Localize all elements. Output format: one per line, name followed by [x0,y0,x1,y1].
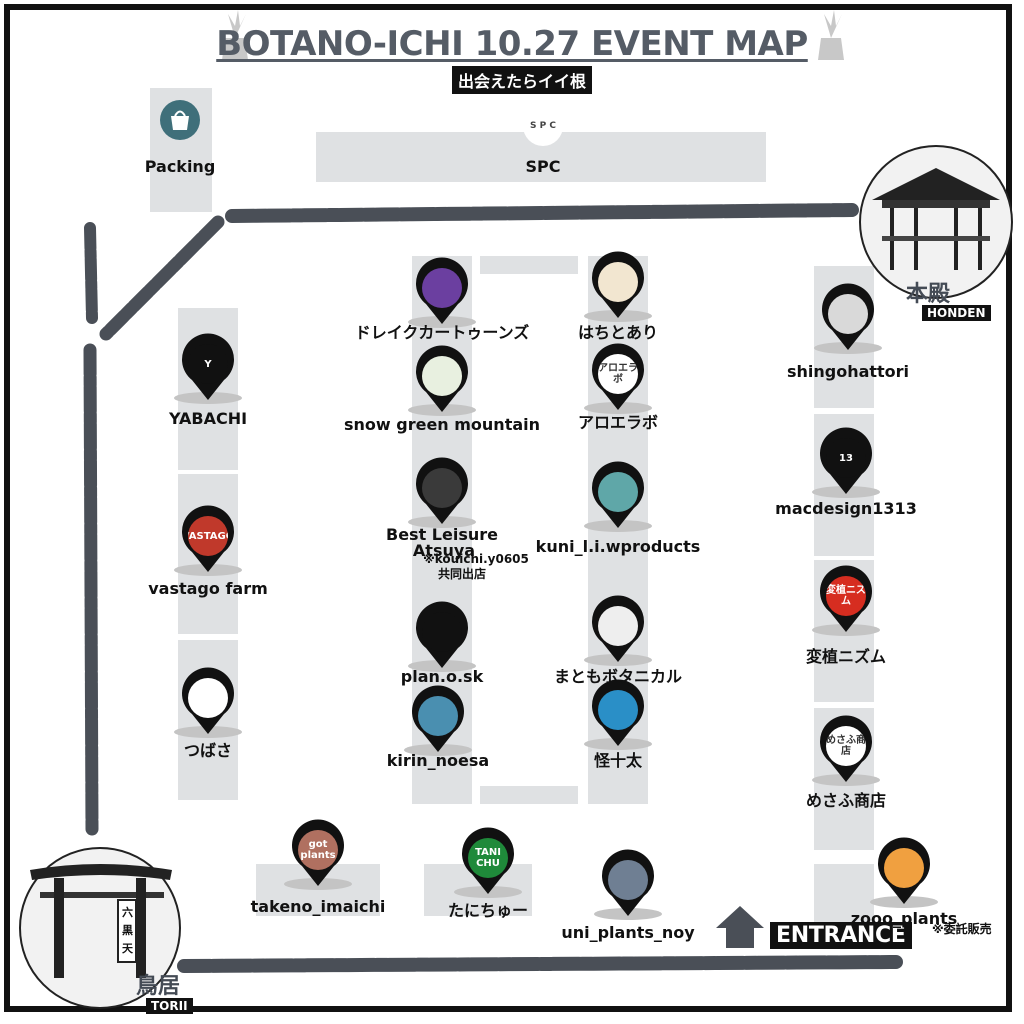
vendor-label[interactable]: uni_plants_noy [561,923,695,942]
vendor-label-line2[interactable]: Atsuya [412,541,476,560]
honden-temple-icon [859,145,1013,299]
vendor-logo-icon [422,268,462,308]
zooo-note: ※委託販売 [932,922,992,936]
vendor-logo-icon [422,468,462,508]
honden-label: 本殿 [906,282,951,307]
honden-sub-label: HONDEN [922,305,991,321]
plant-icon [818,10,844,60]
vendor-label[interactable]: つばさ [183,741,233,760]
vendor-label[interactable]: まともボタニカル [553,667,683,686]
vendor-logo-icon: めさふ商店 [826,726,866,766]
torii-sub-label: TORII [146,998,193,1014]
road-left [83,343,99,837]
spc-label: SPC [525,157,561,176]
road-top [225,203,859,223]
vendor-label[interactable]: アロエラボ [577,413,659,432]
vendor-label[interactable]: YABACHI [168,409,248,428]
vendor-logo-icon [188,678,228,718]
packing-label: Packing [144,157,216,176]
best-leisure-note-line1: ※kouichi.y0605 [423,552,529,566]
map-title: BOTANO-ICHI 10.27 EVENT MAP [216,24,808,64]
vendor-logo-icon [598,606,638,646]
vendor-logo-icon [608,860,648,900]
road-diagonal [99,215,225,341]
spc-logo-icon: S P C [523,106,563,146]
vendor-label[interactable]: shingohattori [786,362,910,381]
vendor-label[interactable]: snow green mountain [343,415,541,434]
vendor-logo-icon: 変植ニズム [826,576,866,616]
vendor-label[interactable]: ドレイクカートゥーンズ [354,323,530,342]
vendor-logo-icon: VASTAGO [188,516,228,556]
vendor-label[interactable]: macdesign1313 [775,499,917,518]
map-subtitle: 出会えたらイイ根 [452,66,593,94]
vendor-label[interactable]: Best Leisure [386,525,498,544]
vendor-logo-icon [598,262,638,302]
vendor-label[interactable]: kirin_noesa [386,751,490,770]
torii-label: 鳥居 [136,974,181,999]
torii-sign-label: 六 黒 天 [122,906,133,955]
vendor-logo-icon [884,848,924,888]
shopping-bag-icon [160,100,200,140]
vendor-label[interactable]: kuni_l.i.wproducts [535,537,701,556]
block-center-top [480,256,578,274]
vendor-logo-icon [422,356,462,396]
vendor-logo-icon: 13 [826,438,866,478]
vendor-logo-icon [598,690,638,730]
vendor-label[interactable]: zooo_plants [850,909,958,928]
vendor-logo-icon: アロエラボ [598,354,638,394]
plant-icon [222,10,248,60]
torii-gate-icon [19,847,181,1009]
vendor-label[interactable]: takeno_imaichi [250,897,386,916]
vendor-logo-icon [598,472,638,512]
road-left-upper [84,222,98,324]
vendor-logo-icon [418,696,458,736]
map-frame [4,4,1012,1012]
block-center-bottom [480,786,578,804]
vendor-label[interactable]: 変植ニズム [805,647,887,666]
vendor-logo-icon: Y [188,344,228,384]
shopping-bag-icon [171,110,189,130]
vendor-label[interactable]: めさふ商店 [805,791,887,810]
best-leisure-note-line2: 共同出店 [437,567,487,581]
entrance-arrow-icon [716,906,764,948]
vendor-label[interactable]: plan.o.sk [400,667,484,686]
vendor-logo-icon [422,612,462,652]
vendor-logo-icon: TANI CHU [468,838,508,878]
roads [83,203,903,973]
entrance-label: ENTRANCE [770,922,912,949]
road-bottom [177,955,903,973]
vendor-label[interactable]: 怪十太 [593,751,643,770]
vendor-label[interactable]: はちとあり [577,323,659,342]
vendor-logo-icon [828,294,868,334]
vendor-label[interactable]: vastago farm [148,579,268,598]
vendor-label[interactable]: たにちゅー [447,901,529,920]
vendor-logo-icon: got plants [298,830,338,870]
